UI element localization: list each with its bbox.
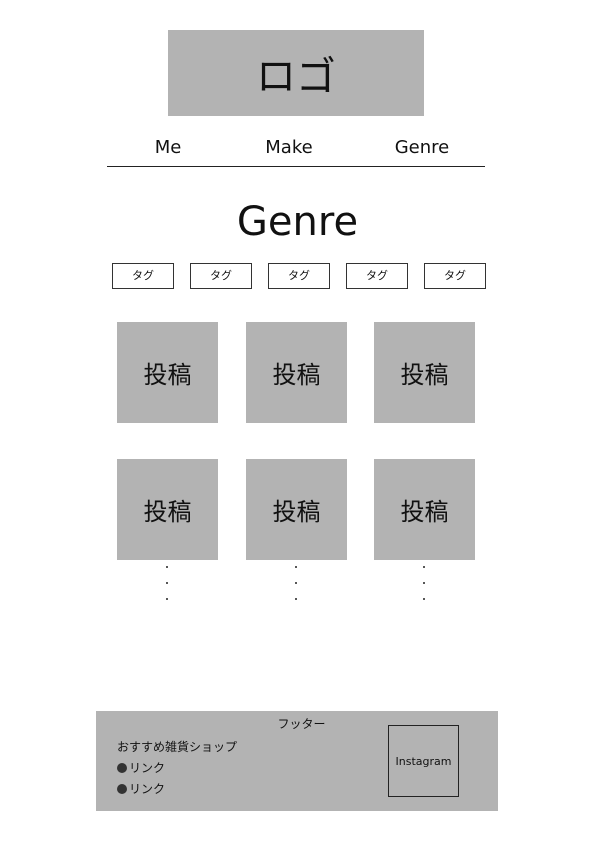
post-label: 投稿: [143, 361, 192, 389]
instagram-box[interactable]: Instagram: [388, 725, 459, 797]
bullet-icon: [117, 762, 127, 773]
instagram-label: Instagram: [395, 754, 452, 768]
tag-button[interactable]: タグ: [424, 263, 486, 289]
footer-shop-heading: おすすめ雑貨ショップ: [117, 740, 238, 754]
post-card[interactable]: 投稿: [246, 459, 347, 560]
tag-button[interactable]: タグ: [346, 263, 408, 289]
post-label: 投稿: [143, 498, 192, 526]
post-label: 投稿: [400, 498, 449, 526]
post-label: 投稿: [272, 361, 321, 389]
logo[interactable]: ロゴ: [168, 30, 424, 116]
tag-button[interactable]: タグ: [112, 263, 174, 289]
tag-button[interactable]: タグ: [268, 263, 330, 289]
tag-button[interactable]: タグ: [190, 263, 252, 289]
post-card[interactable]: 投稿: [374, 322, 475, 423]
footer-link-label: リンク: [129, 782, 166, 796]
logo-text: ロゴ: [256, 54, 336, 100]
post-card[interactable]: 投稿: [374, 459, 475, 560]
nav-item-genre[interactable]: Genre: [394, 137, 450, 158]
more-indicator: [419, 566, 429, 600]
post-card[interactable]: 投稿: [117, 459, 218, 560]
post-card[interactable]: 投稿: [246, 322, 347, 423]
more-indicator: [162, 566, 172, 600]
post-label: 投稿: [400, 361, 449, 389]
bullet-icon: [117, 783, 127, 794]
footer-link-label: リンク: [129, 761, 166, 775]
nav-item-me[interactable]: Me: [154, 137, 182, 158]
nav-item-make[interactable]: Make: [265, 137, 313, 158]
footer-title: フッター: [277, 717, 326, 731]
footer: フッター おすすめ雑貨ショップ リンク リンク Instagram: [96, 711, 498, 811]
more-indicator: [291, 566, 301, 600]
post-label: 投稿: [272, 498, 321, 526]
footer-link[interactable]: リンク: [117, 780, 165, 797]
nav-divider: [107, 166, 485, 167]
footer-link[interactable]: リンク: [117, 759, 165, 776]
page-title: Genre: [236, 199, 359, 245]
post-card[interactable]: 投稿: [117, 322, 218, 423]
